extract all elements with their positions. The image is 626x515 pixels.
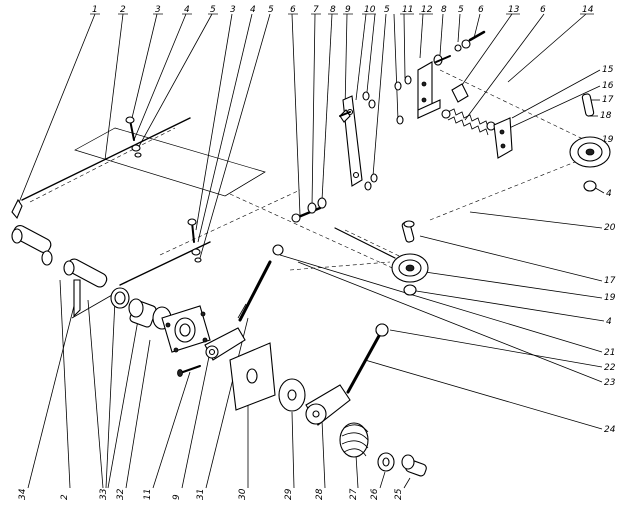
pedal-lever: [11, 198, 113, 319]
small-bracket: [493, 117, 513, 159]
callout-26: 26: [370, 488, 380, 500]
callout-7: 7: [313, 5, 319, 15]
callout-14: 14: [582, 5, 594, 15]
callout-5: 5: [210, 5, 216, 15]
threaded-rod: [237, 244, 284, 322]
callout-21: 21: [604, 348, 615, 358]
clevis-pin: [401, 220, 415, 243]
callout-29: 29: [284, 488, 294, 500]
callout-33: 33: [99, 488, 109, 500]
callout-3: 3: [155, 5, 161, 15]
callout-11: 11: [402, 5, 413, 15]
bolt-mid: [339, 111, 351, 117]
callout-25: 25: [394, 488, 404, 500]
leader-lines: [17, 13, 605, 489]
callout-5d: 5: [458, 5, 464, 15]
bolt-nut: [177, 365, 201, 377]
large-washer: [278, 378, 306, 412]
tension-spring: [441, 83, 496, 136]
callout-8b: 8: [441, 5, 447, 15]
callout-22: 22: [604, 363, 616, 373]
bushing-and-pin: [377, 452, 427, 477]
callout-4: 4: [184, 5, 190, 15]
bushing-set: [110, 287, 172, 330]
top-callouts: 1 2 3 4 5 3 4 5 6 7 8 9 10 5 11 12 8 5 6…: [92, 5, 594, 15]
callout-18: 18: [600, 111, 612, 121]
callout-16: 16: [602, 81, 614, 91]
callout-5c: 5: [384, 5, 390, 15]
upper-bracket: [417, 54, 443, 119]
coil-spring: [339, 422, 369, 458]
cover-plate: [229, 342, 276, 411]
callout-17b: 17: [604, 276, 616, 286]
rod-fittings: [125, 116, 202, 263]
callout-20: 20: [604, 223, 616, 233]
right-callouts: 15 16 17 18 19 4 20 17 19 4 21 22 23 24: [600, 65, 616, 435]
callout-2b: 2: [60, 494, 70, 500]
bottom-callouts: 34 2 33 32 11 9 31 30 29 28 27 26 25: [18, 488, 404, 500]
callout-4c: 4: [606, 189, 612, 199]
callout-3b: 3: [230, 5, 236, 15]
callout-12: 12: [421, 5, 433, 15]
callout-9b: 9: [172, 494, 182, 500]
callout-31: 31: [196, 489, 206, 500]
callout-9: 9: [345, 5, 351, 15]
callout-19: 19: [602, 135, 614, 145]
callout-19b: 19: [604, 293, 616, 303]
callout-6b: 6: [478, 5, 484, 15]
callout-32: 32: [116, 488, 126, 500]
vertical-bracket: [339, 95, 363, 187]
bracket-plate: [161, 305, 211, 353]
callout-13: 13: [508, 5, 520, 15]
bolt-top: [435, 30, 486, 63]
callout-6: 6: [290, 5, 296, 15]
callout-30: 30: [238, 488, 248, 500]
ball-ends: [375, 323, 389, 337]
callout-27: 27: [349, 488, 359, 500]
callout-1: 1: [92, 5, 98, 15]
assembly-axes: [29, 69, 586, 277]
bolt-left: [291, 197, 327, 223]
callout-24: 24: [604, 425, 616, 435]
upper-pulley: [569, 93, 611, 192]
lower-pulley: [334, 227, 429, 296]
callout-11b: 11: [143, 489, 153, 500]
callout-17: 17: [602, 95, 614, 105]
callout-4b: 4: [250, 5, 256, 15]
crank-lever: [305, 323, 389, 426]
callout-23: 23: [604, 378, 616, 388]
washer-stack: [362, 75, 412, 191]
lever-arm: [204, 327, 246, 361]
callout-6c: 6: [540, 5, 546, 15]
callout-34: 34: [18, 488, 28, 500]
callout-2: 2: [120, 5, 126, 15]
callout-5b: 5: [268, 5, 274, 15]
callout-10: 10: [364, 5, 376, 15]
callout-28: 28: [315, 488, 325, 500]
callout-15: 15: [602, 65, 614, 75]
callout-8: 8: [330, 5, 336, 15]
callout-4d: 4: [606, 317, 612, 327]
